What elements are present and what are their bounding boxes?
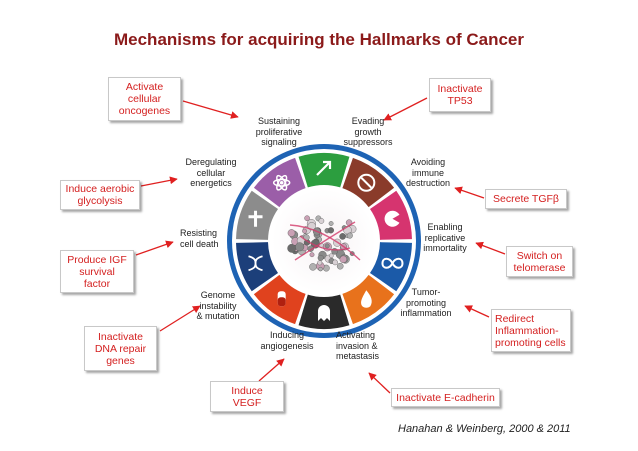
tumor-cell [339, 255, 347, 263]
hallmark-label-immune: Avoiding immune destruction [405, 157, 451, 188]
tumor-cell [336, 262, 344, 270]
ghost-cell-icon [318, 305, 330, 321]
mechanism-box-tp53: Inactivate TP53 [429, 78, 491, 112]
segment-proliferative [298, 153, 350, 188]
mechanism-box-ecadherin: Inactivate E-cadherin [391, 388, 500, 407]
tumor-cell [318, 218, 325, 224]
infinity-icon [381, 257, 404, 269]
arrow-up-right-icon [316, 160, 332, 176]
arrow-inflammation [464, 305, 490, 318]
tumor-cell [324, 243, 330, 249]
arrow-telomerase [475, 241, 506, 255]
vial-icon [277, 291, 286, 307]
hallmark-label-angiogenesis: Inducing angiogenesis [260, 330, 314, 351]
tumor-cell [287, 229, 296, 237]
hallmark-label-invasion: Activating invasion & metastasis [336, 330, 380, 361]
hallmark-label-growth: Evading growth suppressors [343, 116, 393, 147]
tumor-cell [309, 263, 317, 271]
hallmark-label-replicative: Enabling replicative immortality [423, 222, 467, 253]
arrow-tgfb [454, 186, 485, 199]
mechanism-box-dna-repair: Inactivate DNA repair genes [84, 326, 157, 371]
tumor-cell [318, 266, 323, 272]
mechanism-box-oncogenes: Activate cellular oncogenes [108, 77, 181, 121]
tumor-cell [317, 260, 323, 266]
arrow-igf [135, 240, 174, 256]
arrow-oncogenes [182, 100, 239, 119]
no-entry-icon [357, 173, 376, 192]
tumor-cell [309, 252, 315, 258]
hallmark-label-genome: Genome instability & mutation [196, 290, 240, 321]
citation: Hanahan & Weinberg, 2000 & 2011 [398, 423, 571, 435]
arrow-tp53 [383, 97, 428, 121]
tumor-cell [295, 242, 305, 252]
hallmark-label-inflammation: Tumor- promoting inflammation [400, 287, 452, 318]
pacman-icon [384, 210, 400, 227]
tumor-cell [302, 228, 307, 234]
mechanism-box-glycolysis: Induce aerobic glycolysis [60, 180, 140, 210]
arrow-ecadherin [368, 372, 391, 394]
tumor-cell [346, 232, 353, 239]
flame-icon [361, 290, 372, 308]
mechanism-box-igf: Produce IGF survival factor [60, 250, 134, 293]
segment-energetics [253, 157, 306, 208]
vessel-line [299, 235, 351, 251]
tumor-cell [328, 221, 334, 226]
vessel-line [294, 221, 356, 261]
tumor-cell [304, 215, 310, 221]
mechanism-box-tgfb: Secrete TGFβ [485, 189, 567, 209]
page-title: Mechanisms for acquiring the Hallmarks o… [113, 30, 524, 49]
tumor-cell [339, 233, 346, 240]
tumor-cell [317, 254, 324, 261]
segment-growth [342, 157, 395, 208]
arrow-vegf [258, 358, 285, 382]
tumor-cell [332, 259, 338, 266]
mechanism-box-vegf: Induce VEGF [210, 381, 284, 412]
atom-icon [272, 174, 291, 191]
hallmark-label-proliferative: Sustaining proliferative signaling [255, 116, 303, 147]
mechanism-box-telomerase: Switch on telomerase [506, 246, 573, 277]
arrows [135, 97, 506, 394]
hallmark-segments [236, 153, 412, 329]
mechanism-box-inflammation: Redirect Inflammation- promoting cells [491, 309, 571, 352]
tumor-cells-illustration [287, 215, 361, 272]
tumor-cell [327, 227, 335, 234]
hallmark-label-death: Resisting cell death [180, 228, 219, 249]
arrow-dna-repair [159, 305, 201, 332]
tumor-cell [328, 253, 334, 258]
tombstone-icon [248, 210, 263, 227]
hallmark-label-energetics: Deregulating cellular energetics [185, 157, 237, 188]
arrow-glycolysis [140, 176, 178, 187]
dna-icon [248, 255, 263, 272]
vessel-line [289, 224, 361, 261]
